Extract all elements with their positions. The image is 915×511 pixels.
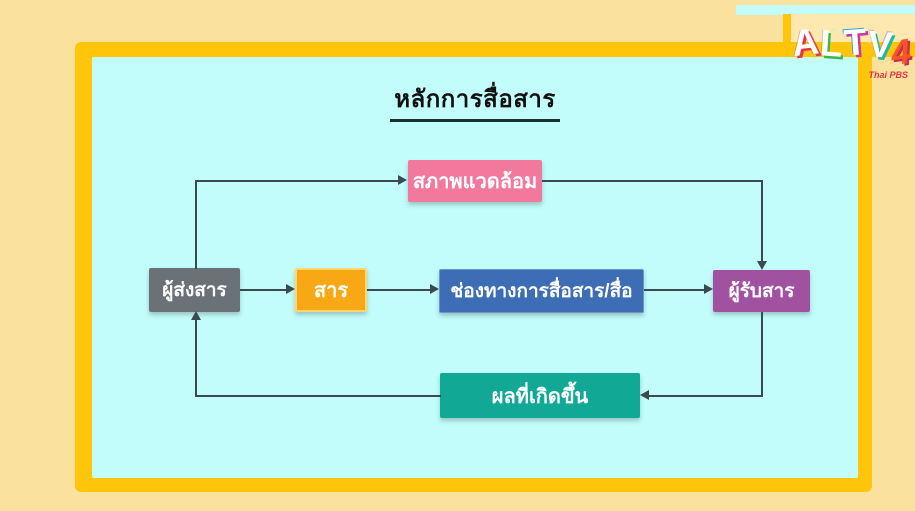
connector-sender-up: [195, 181, 197, 269]
arrowhead-into-receiver-left: [704, 284, 713, 294]
altv-logo-wordmark: A L T V: [789, 20, 892, 66]
node-result: ผลที่เกิดขึ้น: [440, 373, 640, 418]
connector-to-result: [649, 395, 763, 397]
node-sender-label: ผู้ส่งสาร: [162, 280, 227, 301]
connector-sender-message: [240, 289, 288, 291]
connector-environment-right: [542, 180, 762, 182]
logo-letter-a: A: [789, 20, 818, 65]
node-environment-label: สภาพแวดล้อม: [412, 171, 538, 193]
deco-gold-line-vertical: [783, 14, 791, 42]
slide-panel: หลักการสื่อสาร สภาพแวดล้อม ผู้ส่งสาร สาร…: [92, 57, 858, 478]
node-environment: สภาพแวดล้อม: [408, 160, 542, 202]
connector-result-left: [195, 395, 441, 397]
logo-letter-v: V: [866, 23, 892, 66]
arrowhead-into-environment: [398, 175, 407, 185]
slide-title: หลักการสื่อสาร: [390, 79, 560, 122]
arrowhead-into-sender-bottom: [191, 311, 201, 320]
altv-logo: A L T V 4 Thai PBS: [789, 20, 913, 82]
logo-thai-pbs-text: Thai PBS: [868, 70, 908, 80]
connector-message-channel: [367, 289, 431, 291]
node-sender: ผู้ส่งสาร: [149, 268, 240, 312]
connector-to-environment: [195, 180, 399, 182]
node-receiver: ผู้รับสาร: [713, 270, 810, 312]
connector-up-to-sender: [195, 319, 197, 396]
node-result-label: ผลที่เกิดขึ้น: [491, 385, 589, 408]
connector-down-to-receiver: [761, 180, 763, 262]
deco-gold-line-extension: [870, 42, 915, 57]
logo-channel-number: 4: [887, 31, 913, 74]
arrowhead-into-channel: [430, 284, 439, 294]
arrowhead-into-message: [286, 284, 295, 294]
node-channel: ช่องทางการสื่อสาร/สื่อ: [439, 269, 644, 313]
node-message-label: สาร: [313, 280, 349, 302]
logo-letter-l: L: [818, 22, 842, 65]
node-channel-label: ช่องทางการสื่อสาร/สื่อ: [450, 281, 633, 302]
connector-receiver-down: [761, 312, 763, 396]
connector-channel-receiver: [644, 289, 705, 291]
node-receiver-label: ผู้รับสาร: [728, 281, 795, 302]
deco-light-yellow-rect: [791, 14, 915, 42]
slide-frame: หลักการสื่อสาร สภาพแวดล้อม ผู้ส่งสาร สาร…: [75, 42, 872, 492]
node-message: สาร: [295, 268, 367, 312]
arrowhead-into-result: [640, 390, 649, 400]
slide-title-wrap: หลักการสื่อสาร: [92, 79, 858, 122]
logo-letter-t: T: [842, 21, 866, 64]
arrowhead-into-receiver-top: [757, 261, 767, 270]
deco-cyan-stripe: [736, 5, 915, 15]
